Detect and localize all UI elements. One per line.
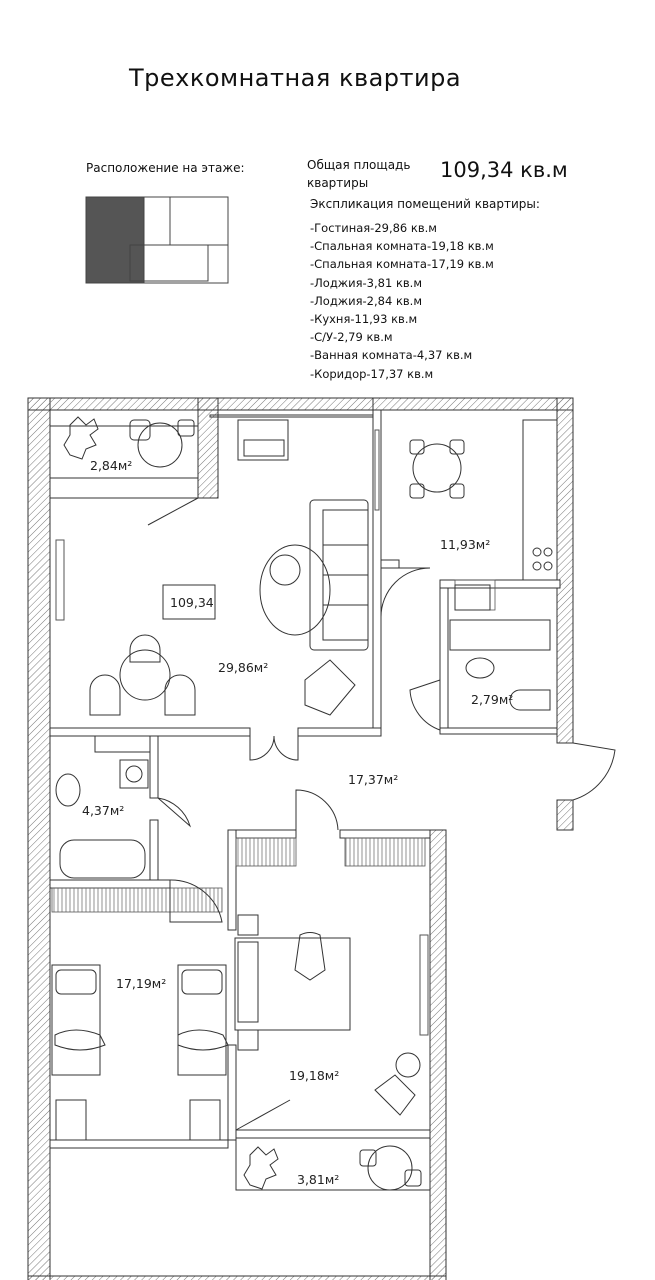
explication-item: -Спальная комната-19,18 кв.м	[310, 239, 494, 254]
explication-title: Экспликация помещений квартиры:	[310, 197, 540, 211]
center-area-label: 109,34	[170, 595, 214, 610]
total-area-value: 109,34 кв.м	[440, 158, 568, 182]
room-label-loggia-bottom: 3,81м²	[297, 1172, 339, 1187]
explication-item: -Ванная комната-4,37 кв.м	[310, 348, 473, 363]
explication-item: -Лоджия-2,84 кв.м	[310, 293, 423, 308]
room-label-living: 29,86м²	[218, 660, 268, 675]
explication-item: -С/У-2,79 кв.м	[310, 330, 393, 345]
windows	[51, 579, 496, 913]
room-labels: 2,84м² 109,34 29,86м² 11,93м² 2,79м² 4,3…	[82, 458, 513, 1187]
doors	[147, 497, 616, 1131]
wall-windows	[55, 429, 429, 1036]
bedroom-right-furniture	[234, 914, 421, 1116]
bath-furniture	[55, 735, 151, 879]
room-label-bedroom-right: 19,18м²	[289, 1068, 339, 1083]
center-area-box	[162, 584, 216, 620]
room-label-wc: 2,79м²	[471, 692, 513, 707]
wc-furniture	[465, 657, 551, 711]
interior-walls	[49, 409, 561, 1149]
bedroom-left-furniture	[51, 964, 229, 1141]
explication-item: -Гостиная-29,86 кв.м	[310, 221, 437, 235]
living-room-furniture	[89, 419, 369, 716]
room-label-bath: 4,37м²	[82, 803, 124, 818]
room-label-loggia-top: 2,84м²	[90, 458, 132, 473]
loggia-bottom-furniture	[235, 1137, 431, 1191]
explication-item: -Спальная комната-17,19 кв.м	[310, 257, 494, 272]
explication-item: -Коридор-17,37 кв.м	[310, 366, 434, 381]
room-label-kitchen: 11,93м²	[440, 537, 490, 552]
room-label-bedroom-left: 17,19м²	[116, 976, 166, 991]
explication-item: -Лоджия-3,81 кв.м	[310, 275, 423, 290]
page-title: Трехкомнатная квартира	[128, 64, 462, 92]
explication-list: -Гостиная-29,86 кв.м -Спальная комната-1…	[310, 219, 494, 383]
exterior-walls	[27, 397, 574, 1280]
loggia-top-furniture	[63, 416, 195, 468]
explication-item: -Кухня-11,93 кв.м	[310, 312, 418, 327]
kitchen-furniture	[409, 419, 558, 651]
room-label-corridor: 17,37м²	[348, 772, 398, 787]
floor-position-label: Расположение на этаже:	[86, 161, 245, 175]
total-area-label: Общая площадь квартиры	[307, 158, 411, 190]
